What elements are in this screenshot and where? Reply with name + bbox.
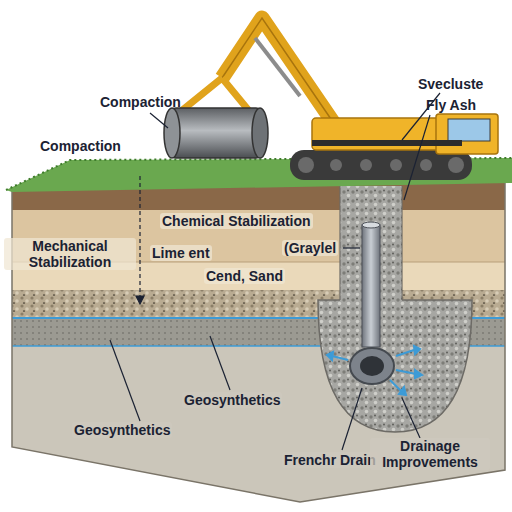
block-outline — [12, 182, 505, 502]
excavator — [222, 18, 498, 180]
leader-lines-part — [150, 113, 168, 128]
excavator-part-part — [390, 159, 402, 171]
french-drain-pipe-part-part — [415, 370, 422, 378]
excavator-part-part — [330, 159, 342, 171]
excavator-part-part — [360, 159, 372, 171]
french-drain-pipe-part — [327, 346, 422, 395]
french-drain-pipe-part-part — [396, 370, 416, 374]
compaction-roller-part — [180, 78, 250, 112]
french-drain-pipe-part-part — [399, 387, 406, 395]
french-drain-pipe-part — [350, 348, 394, 384]
excavator-part-part — [448, 157, 464, 173]
leader-lines — [110, 93, 440, 450]
soil-layers-part — [401, 186, 402, 300]
excavator-part — [312, 140, 462, 146]
soil-layers — [0, 180, 512, 512]
drain-label: Drainage Improvements — [370, 438, 490, 470]
excavator-part-part — [420, 159, 432, 171]
french-drain-pipe — [327, 222, 422, 395]
excavator-part — [298, 157, 464, 173]
leader-lines-part — [110, 340, 140, 421]
layer-label: Mechanical Stabilization — [4, 238, 136, 270]
french-drain-pipe-part — [362, 222, 380, 228]
excavator-part — [436, 114, 498, 154]
geosynthetic-label: Geosynthetics — [182, 392, 282, 408]
french-drain-pipe-part — [360, 356, 384, 376]
excavator-part — [255, 38, 300, 96]
layer-label: Cend, Sand — [204, 268, 285, 284]
french-drain-pipe-part-part — [414, 346, 420, 354]
compaction-roller-part — [164, 108, 180, 158]
compaction-label: Compaction — [38, 138, 123, 154]
leader-lines-part — [136, 296, 144, 304]
french-drain-pipe-part-part — [396, 350, 414, 356]
layer-label: Lime ent — [150, 245, 212, 261]
soil-layers-part — [339, 186, 340, 300]
leader-lines-part — [404, 115, 430, 200]
compaction-label: Compaction — [98, 94, 183, 110]
leader-lines-part — [139, 176, 140, 300]
french-drain-pipe-part-part — [327, 352, 333, 360]
additive-label: Svecluste — [416, 76, 485, 92]
leader-lines-part — [342, 388, 362, 450]
compaction-roller-part — [170, 108, 262, 158]
excavator-part — [448, 119, 490, 141]
additive-label: Fly Ash — [424, 97, 478, 113]
leader-lines-part — [343, 247, 360, 248]
excavator-part-part — [298, 157, 314, 173]
french-drain-pipe-part — [362, 225, 380, 347]
compaction-roller-part — [252, 108, 268, 158]
drain-label: Frenchr Drain — [282, 452, 378, 468]
leader-lines-part — [210, 336, 230, 390]
compaction-roller — [164, 78, 268, 158]
leader-lines-part — [402, 398, 420, 438]
soil-layers-part — [318, 300, 472, 432]
french-drain-pipe-part-part — [332, 356, 348, 360]
layer-label: (Graylel — [282, 240, 338, 256]
layer-label: Chemical Stabilization — [160, 213, 313, 229]
french-drain-pipe-part-part — [390, 380, 402, 392]
geosynthetic-label: Geosynthetics — [72, 422, 172, 438]
